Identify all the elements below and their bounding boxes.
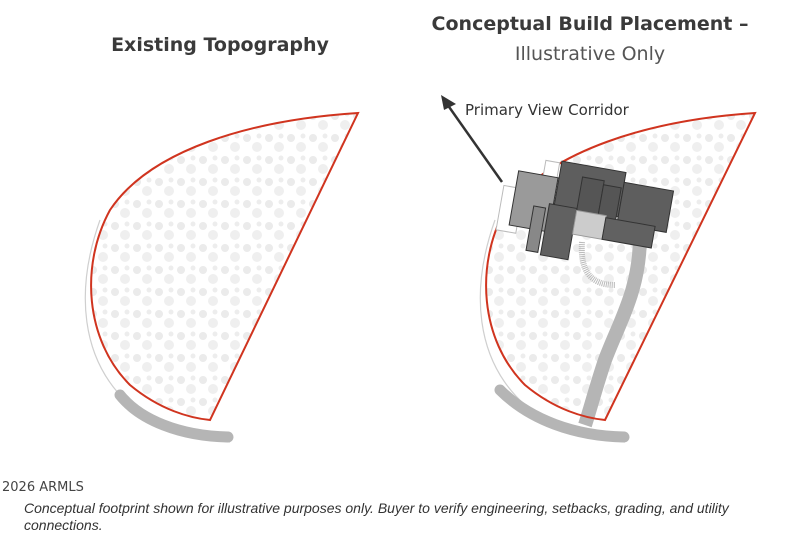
existing-site [84,111,360,443]
view-corridor-arrow [441,95,504,183]
existing-road [494,384,630,443]
view-corridor-label: Primary View Corridor [465,101,629,119]
building-footprint [495,159,675,261]
property-boundary [485,111,757,422]
walkway [578,241,616,288]
tree-cover [91,113,359,420]
build-placement-subtitle: Illustrative Only [514,43,666,65]
existing-topography-title: Existing Topography [111,34,329,56]
tree-cover [486,113,755,420]
driveway [578,234,647,428]
property-boundary [90,111,360,422]
build-placement-title: Conceptual Build Placement – [431,13,749,35]
existing-road [114,389,234,443]
disclaimer-caption: Conceptual footprint shown for illustrat… [24,500,729,533]
proposed-site [441,95,757,443]
copyright-watermark: 2026 ARMLS [2,480,84,495]
